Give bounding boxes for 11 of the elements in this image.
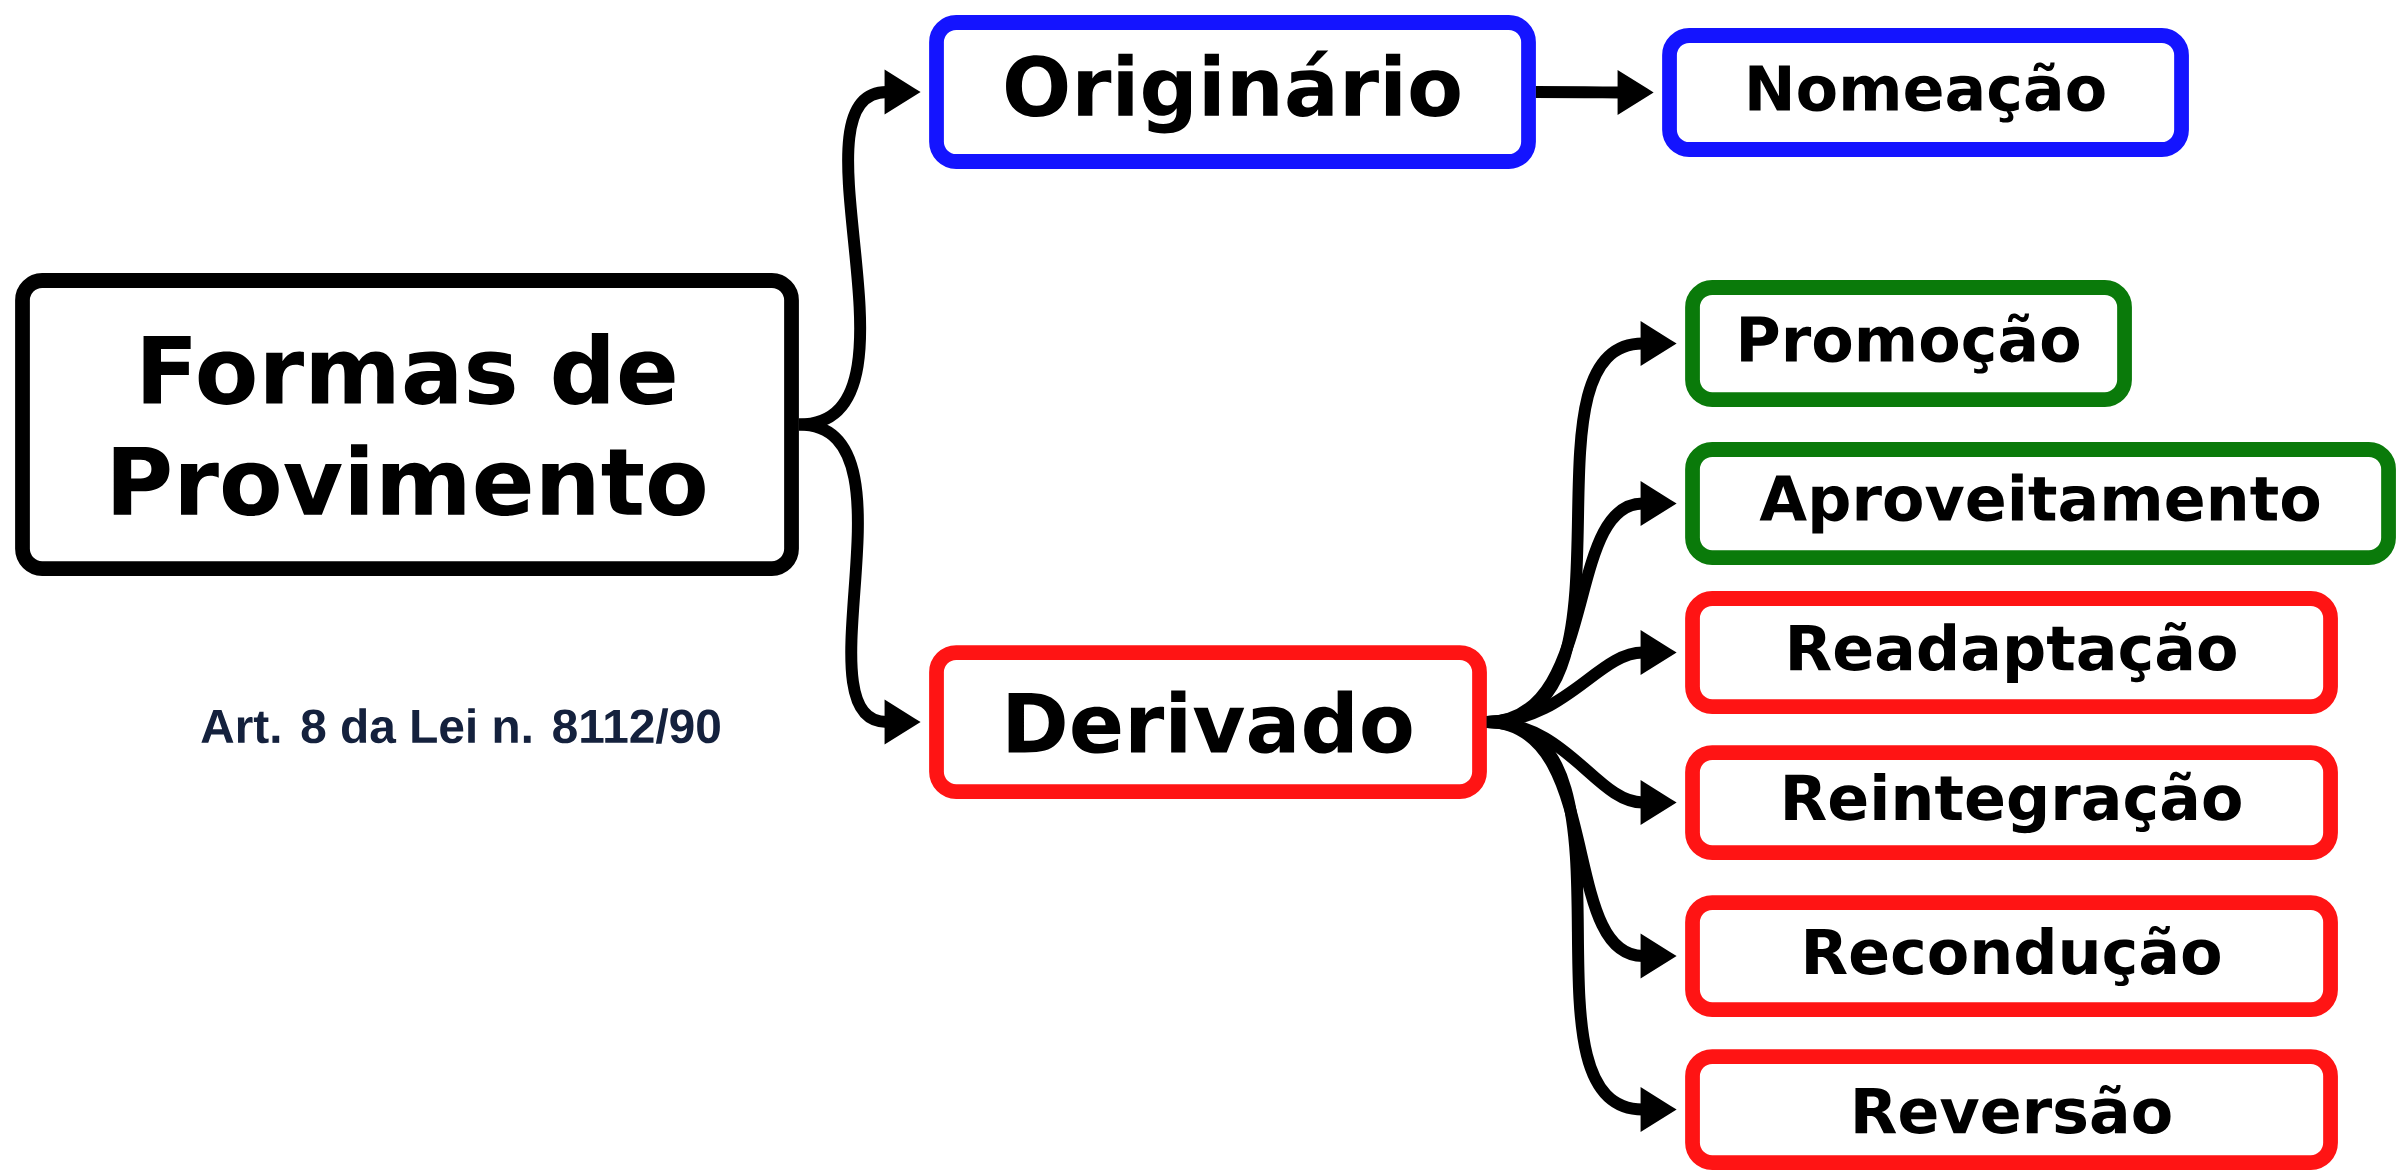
category-box: Reversão: [1685, 1049, 2338, 1170]
category-box: Originário: [929, 15, 1536, 169]
category-box: Readaptação: [1685, 591, 2338, 714]
category-box: Nomeação: [1662, 28, 2189, 157]
category-box: Recondução: [1685, 895, 2338, 1017]
title-box: Formas de Provimento: [15, 273, 799, 576]
reference-note: Art. 8 da Lei n. 8112/90: [201, 708, 720, 744]
category-box: Aproveitamento: [1685, 442, 2396, 565]
category-box: Reintegração: [1685, 745, 2338, 860]
category-box: Derivado: [929, 645, 1487, 799]
category-box: Promoção: [1685, 280, 2132, 407]
